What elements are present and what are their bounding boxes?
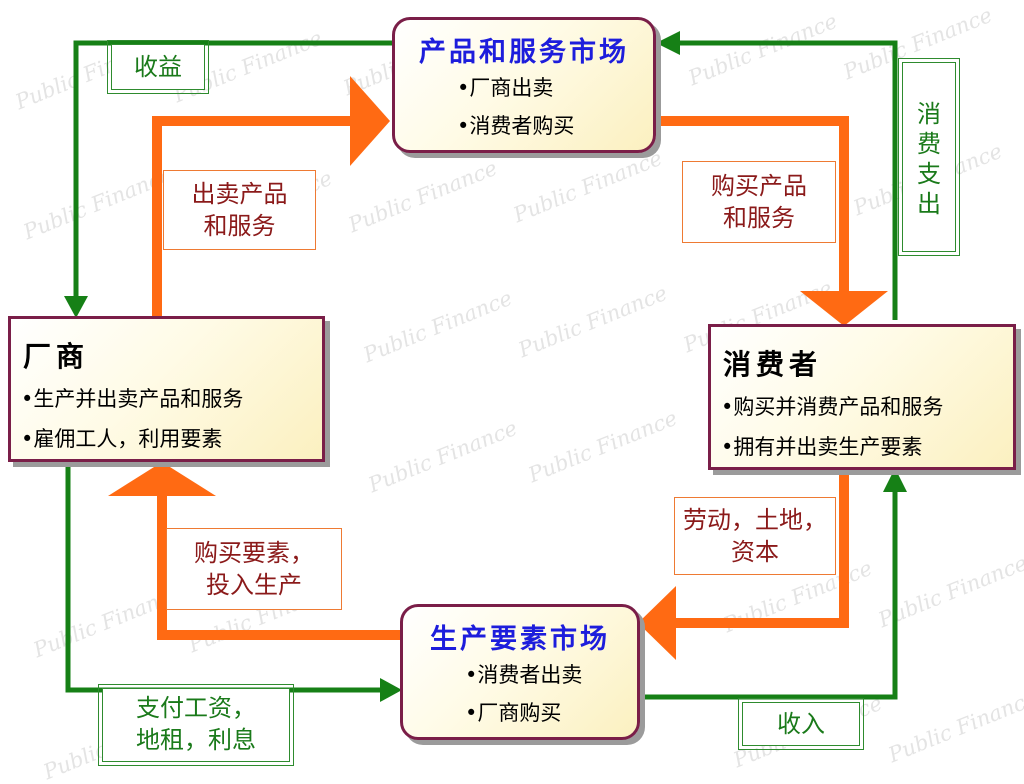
factors-text: 劳动，土地，	[683, 506, 827, 534]
consumer-title: 消费者	[723, 348, 823, 381]
flow-arrows	[64, 31, 907, 702]
revenue-text: 收益	[134, 53, 182, 81]
flow-factor-market-to-firm	[157, 630, 400, 640]
factors-text: 资本	[731, 538, 779, 566]
factor-market-box: 生产要素市场 •消费者出卖 •厂商购买	[400, 604, 640, 740]
consumer-bullet: •购买并消费产品和服务	[721, 395, 944, 419]
flow-firm-to-product-market	[152, 116, 362, 126]
arrowhead-left	[638, 586, 676, 660]
consumer-spending-char: 消	[917, 100, 941, 128]
consumer-bullet: •拥有并出卖生产要素	[721, 435, 923, 459]
product-market-bullet: •消费者购买	[457, 114, 575, 138]
pay-wages-text: 地租，利息	[136, 726, 256, 754]
arrowhead-down	[64, 296, 88, 318]
flow-product-market-to-consumer	[656, 116, 849, 126]
income-text: 收入	[777, 710, 825, 738]
flow-consumer-spending	[678, 40, 898, 320]
factors-label: 劳动，土地， 资本	[674, 497, 836, 575]
firm-title: 厂商	[23, 340, 90, 373]
sell-goods-text: 和服务	[203, 212, 276, 240]
buy-factors-label: 购买要素， 投入生产	[166, 528, 342, 610]
consumer-box: 消费者 •购买并消费产品和服务 •拥有并出卖生产要素	[708, 324, 1016, 470]
buy-goods-text: 和服务	[723, 204, 795, 232]
buy-factors-text: 投入生产	[206, 571, 302, 599]
money-arrowheads	[64, 31, 907, 702]
pay-wages-text: 支付工资，	[136, 694, 256, 722]
consumer-spending-char: 费	[917, 130, 941, 158]
revenue-label: 收益	[107, 40, 209, 94]
buy-goods-label: 购买产品 和服务	[682, 161, 836, 243]
arrowhead-down	[800, 291, 888, 326]
consumer-spending-char: 支	[917, 160, 941, 188]
arrowhead-up	[883, 468, 907, 492]
arrowhead-left	[656, 31, 680, 55]
flow-factor-market-to-firm	[157, 492, 167, 640]
firm-bullet: •生产并出卖产品和服务	[21, 387, 244, 411]
flow-firm-to-product-market	[152, 116, 162, 316]
product-market-title: 产品和服务市场	[419, 37, 629, 68]
buy-goods-text: 购买产品	[711, 172, 807, 200]
arrowhead-right	[350, 76, 390, 166]
factor-market-bullet: •厂商购买	[465, 701, 562, 725]
firm-bullet: •雇佣工人，利用要素	[21, 427, 223, 451]
firm-box: 厂商 •生产并出卖产品和服务 •雇佣工人，利用要素	[8, 316, 325, 462]
sell-goods-label: 出卖产品 和服务	[163, 170, 316, 250]
factor-market-title: 生产要素市场	[430, 624, 610, 655]
flow-consumer-to-factor-market	[668, 618, 849, 628]
factor-market-bullet: •消费者出卖	[465, 663, 583, 687]
consumer-spending-label: 消 费 支 出	[898, 58, 960, 256]
flow-income	[640, 490, 898, 700]
goods-flow	[108, 76, 888, 660]
arrowhead-right	[380, 678, 402, 702]
product-market-box: 产品和服务市场 •厂商出卖 •消费者购买	[392, 17, 656, 153]
pay-wages-label: 支付工资， 地租，利息	[98, 684, 294, 766]
consumer-spending-char: 出	[917, 190, 941, 218]
flow-product-market-to-consumer	[839, 116, 849, 296]
buy-factors-text: 购买要素，	[194, 539, 314, 567]
flow-consumer-to-factor-market	[839, 468, 849, 628]
arrowhead-up	[108, 462, 216, 496]
sell-goods-text: 出卖产品	[191, 180, 288, 208]
product-market-bullet: •厂商出卖	[457, 76, 554, 100]
income-label: 收入	[738, 698, 864, 750]
flow-revenue	[73, 40, 392, 300]
